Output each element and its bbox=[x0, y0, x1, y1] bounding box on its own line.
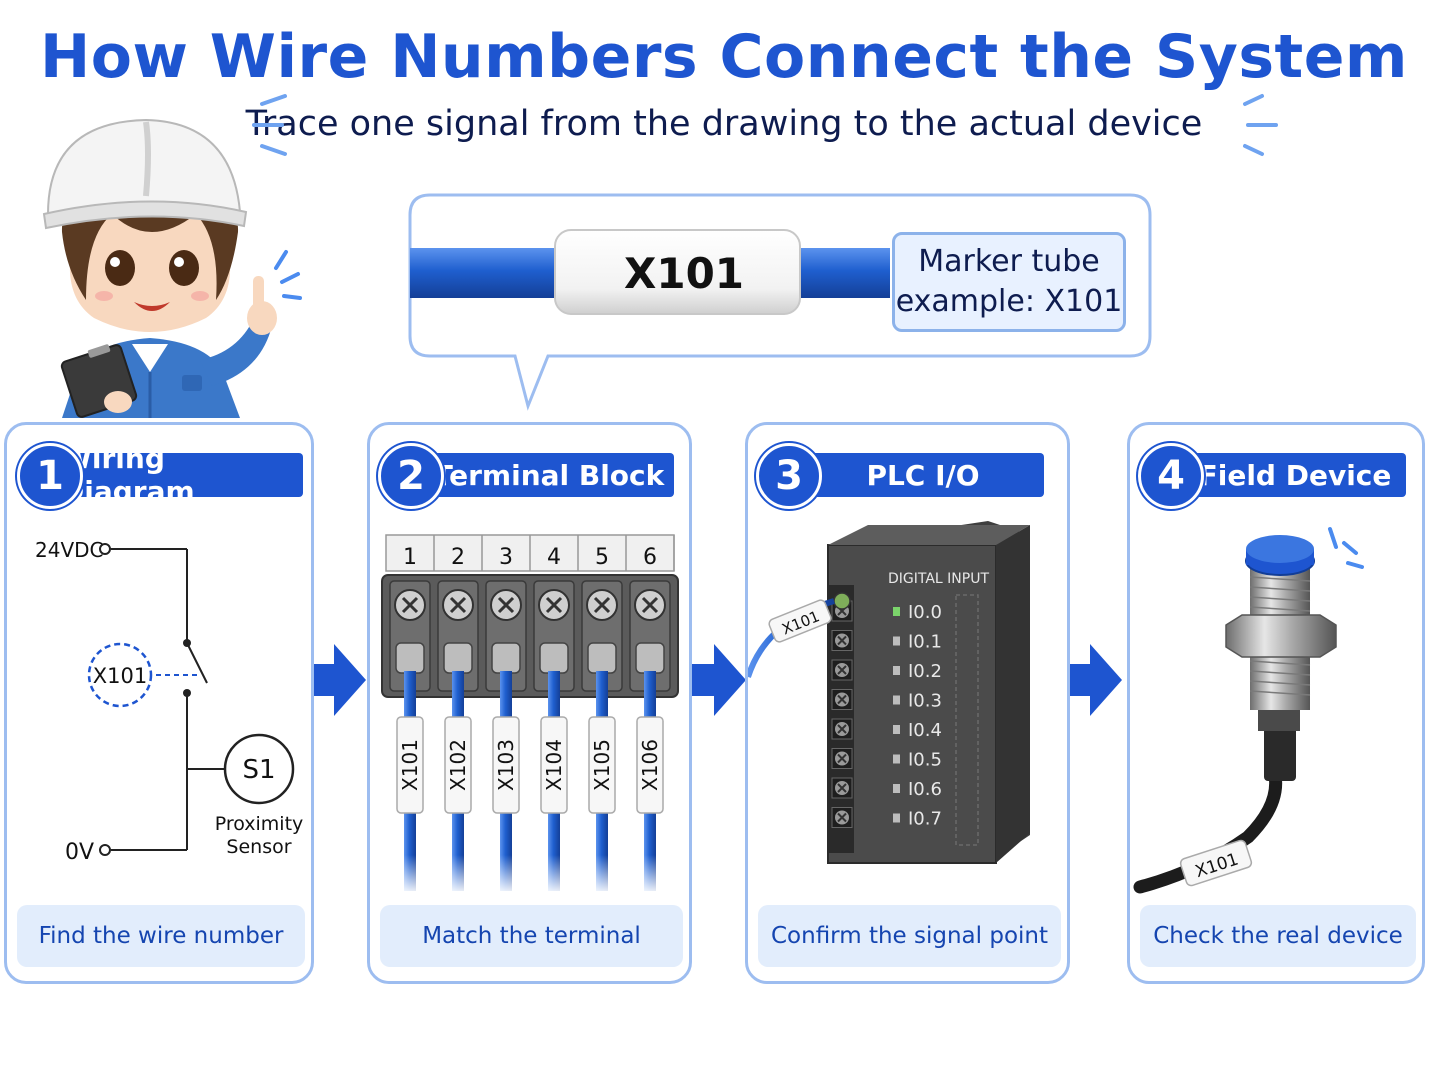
step-3-caption: Confirm the signal point bbox=[758, 905, 1061, 967]
plc-input-led bbox=[893, 725, 900, 734]
wire-number-highlight bbox=[87, 642, 153, 708]
step-4-title: Field Device bbox=[1198, 458, 1392, 492]
plc-input-label: I0.2 bbox=[908, 661, 942, 682]
wire-marker-tube bbox=[636, 716, 664, 814]
plc-input-label: I0.6 bbox=[908, 779, 942, 800]
sensor-sparkle-icon bbox=[1328, 527, 1364, 569]
plc-input-led bbox=[893, 636, 900, 646]
marker-tube bbox=[554, 229, 801, 315]
plc-module-label: DIGITAL INPUT bbox=[888, 571, 989, 587]
step-4-caption: Check the real device bbox=[1140, 905, 1416, 967]
wire-marker-tube bbox=[444, 716, 472, 814]
flow-arrow-1 bbox=[312, 644, 366, 716]
plc-input-label: I0.4 bbox=[908, 720, 942, 741]
step-2-number: 2 bbox=[378, 443, 444, 509]
step-3-number: 3 bbox=[756, 443, 822, 509]
plc-input-led bbox=[893, 607, 900, 616]
step-3-title: PLC I/O bbox=[866, 458, 980, 492]
marker-tube-label-line2: example: X101 bbox=[895, 284, 1123, 319]
plc-input-led bbox=[893, 813, 900, 823]
terminal-number: 3 bbox=[499, 545, 513, 570]
worker-character bbox=[42, 118, 277, 418]
terminal-number: 6 bbox=[643, 545, 657, 570]
wire-number-label: X101 bbox=[93, 664, 147, 688]
step-panel-wiring-diagram: Wiring Diagram 1 24VDC 0V X101 S1 Proxim… bbox=[4, 422, 314, 984]
plc-input-led bbox=[893, 695, 900, 705]
step-2-caption: Match the terminal bbox=[380, 905, 683, 967]
terminal-number: 4 bbox=[547, 545, 561, 570]
flow-arrow-3 bbox=[1068, 644, 1122, 716]
sensor-id: S1 bbox=[242, 755, 275, 785]
plc-input-label: I0.7 bbox=[908, 809, 942, 830]
marker-tube-text: X101 bbox=[624, 249, 744, 298]
sparkle-right-icon bbox=[1243, 94, 1278, 156]
wire-marker-tube bbox=[588, 716, 616, 814]
step-2-title-bar: Terminal Block bbox=[400, 453, 674, 497]
plc-input-label: I0.5 bbox=[908, 750, 942, 771]
plc-input-label: I0.0 bbox=[908, 602, 942, 623]
step-panel-field-device: Field Device 4 X101 Check the real devic… bbox=[1127, 422, 1425, 984]
wire-marker-label: X101 bbox=[398, 739, 422, 791]
plc-input-label: I0.3 bbox=[908, 691, 942, 712]
step-3-title-bar: PLC I/O bbox=[778, 453, 1044, 497]
sensor-symbol bbox=[223, 733, 295, 805]
wiring-diagram-schematic: 24VDC 0V X101 S1 Proximity Sensor bbox=[35, 538, 304, 865]
terminal-number: 2 bbox=[451, 545, 465, 570]
plc-input-led bbox=[893, 666, 900, 675]
step-1-caption: Find the wire number bbox=[17, 905, 305, 967]
plc-input-led bbox=[893, 784, 900, 793]
wire-marker-label: X104 bbox=[542, 739, 566, 791]
wire-marker-tube bbox=[396, 716, 424, 814]
plc-module-illustration: DIGITAL INPUT I0.0I0.1I0.2I0.3I0.4I0.5I0… bbox=[748, 521, 1030, 864]
terminal-number: 1 bbox=[403, 545, 417, 570]
wire-marker-label: X105 bbox=[590, 739, 614, 791]
wire-marker-label: X103 bbox=[494, 739, 518, 791]
sparkle-hand-icon bbox=[274, 250, 302, 300]
step-2-title: Terminal Block bbox=[433, 458, 665, 492]
wire-marker-tube bbox=[540, 716, 568, 814]
page-title: How Wire Numbers Connect the System bbox=[40, 22, 1408, 92]
page-subtitle: Trace one signal from the drawing to the… bbox=[245, 104, 1203, 144]
step-1-title: Wiring Diagram bbox=[61, 442, 195, 508]
proximity-sensor-illustration: X101 bbox=[1133, 527, 1364, 894]
wire-marker-tube bbox=[492, 716, 520, 814]
sensor-label-line2: Sensor bbox=[226, 836, 291, 858]
step-4-title-bar: Field Device bbox=[1160, 453, 1406, 497]
plc-input-led bbox=[893, 754, 900, 764]
terminal-number: 5 bbox=[595, 545, 609, 570]
supply-label: 24VDC bbox=[35, 538, 104, 562]
step-1-number: 1 bbox=[17, 443, 83, 509]
ground-label: 0V bbox=[65, 840, 94, 865]
sensor-label-line1: Proximity bbox=[215, 813, 304, 835]
flow-arrow-2 bbox=[690, 644, 746, 716]
wire-marker-label: X102 bbox=[446, 739, 470, 791]
marker-tube-label: Marker tube example: X101 bbox=[892, 232, 1126, 332]
sparkle-left-icon bbox=[252, 94, 287, 156]
step-4-number: 4 bbox=[1138, 443, 1204, 509]
marker-tube-label-line1: Marker tube bbox=[918, 244, 1100, 279]
plc-input-label: I0.1 bbox=[908, 632, 942, 653]
wire-marker-label: X106 bbox=[638, 739, 662, 791]
